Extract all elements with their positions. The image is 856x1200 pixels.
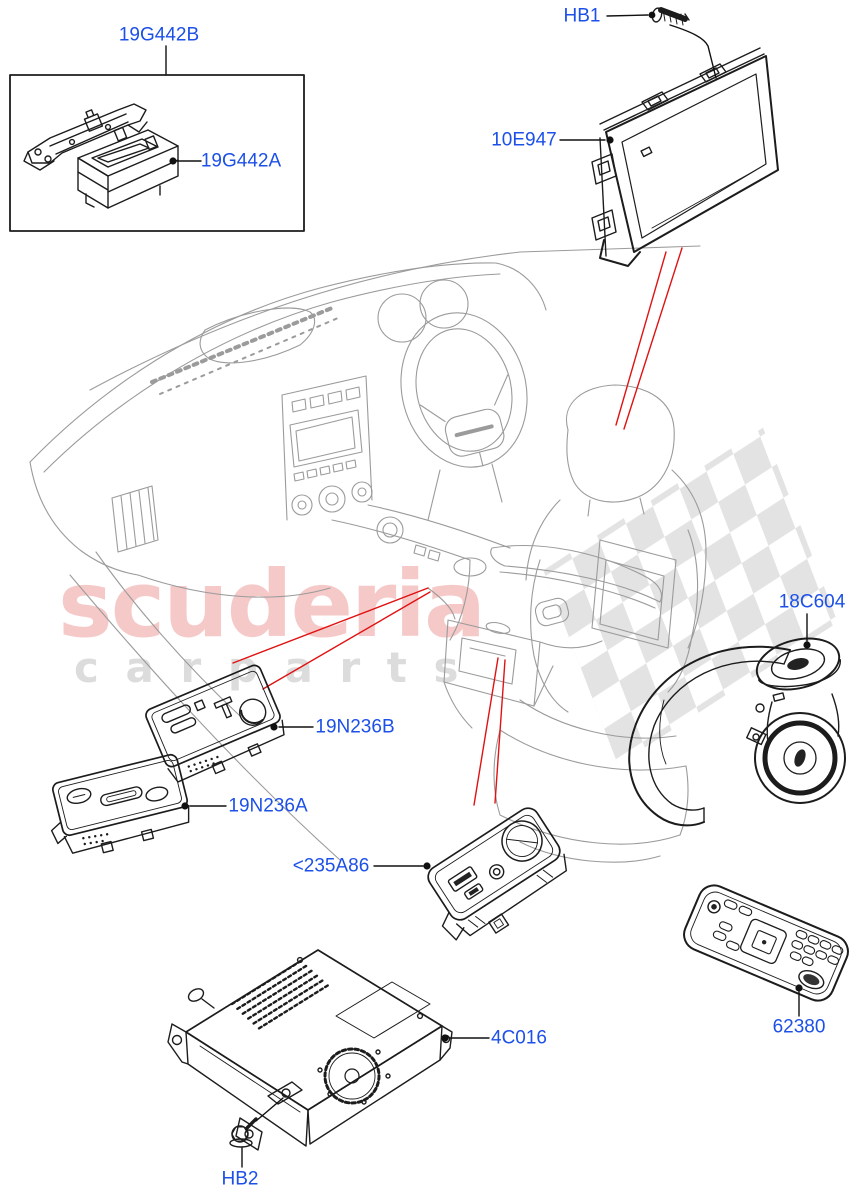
part-label-HB1[interactable]: HB1 <box>563 5 601 27</box>
part-label-19G442B[interactable]: 19G442B <box>118 24 200 46</box>
part-drawing-HB2-bolt <box>229 1117 258 1148</box>
part-label-10E947[interactable]: 10E947 <box>491 129 557 151</box>
red-leader-lines <box>232 247 683 806</box>
part-label-4C016[interactable]: 4C016 <box>491 1027 547 1049</box>
part-drawing-19G442A-module <box>77 126 179 209</box>
part-label-235A86[interactable]: <235A86 <box>292 855 370 877</box>
part-label-19N236A[interactable]: 19N236A <box>228 795 308 817</box>
leader-dots <box>169 11 811 1042</box>
part-drawing-19G442B-bracket <box>23 103 148 171</box>
part-drawing-235A86-socket-panel <box>427 807 568 941</box>
part-drawing-4C016-dvd-unit <box>167 949 453 1151</box>
part-drawing-19N236A-switch-panel <box>50 753 190 854</box>
part-label-19G442A[interactable]: 19G442A <box>200 150 282 172</box>
part-label-62380[interactable]: 62380 <box>772 1016 826 1038</box>
part-drawing-10E947-display <box>591 47 779 267</box>
part-label-19N236B[interactable]: 19N236B <box>315 716 395 738</box>
black-leader-lines <box>165 14 808 1168</box>
part-drawing-18C604-headphones <box>628 637 846 827</box>
part-label-HB2[interactable]: HB2 <box>221 1168 259 1190</box>
inset-box <box>9 74 305 232</box>
car-interior-line-art <box>29 245 707 863</box>
checkered-flag-watermark <box>543 427 838 766</box>
part-drawing-HB1-screw <box>651 7 690 26</box>
watermark-brand-text: scuderia <box>58 551 484 658</box>
brand-watermark: scuderia c a r p a r t s <box>58 551 486 692</box>
part-drawing-62380-remote <box>683 884 849 1002</box>
part-label-18C604[interactable]: 18C604 <box>778 591 846 613</box>
